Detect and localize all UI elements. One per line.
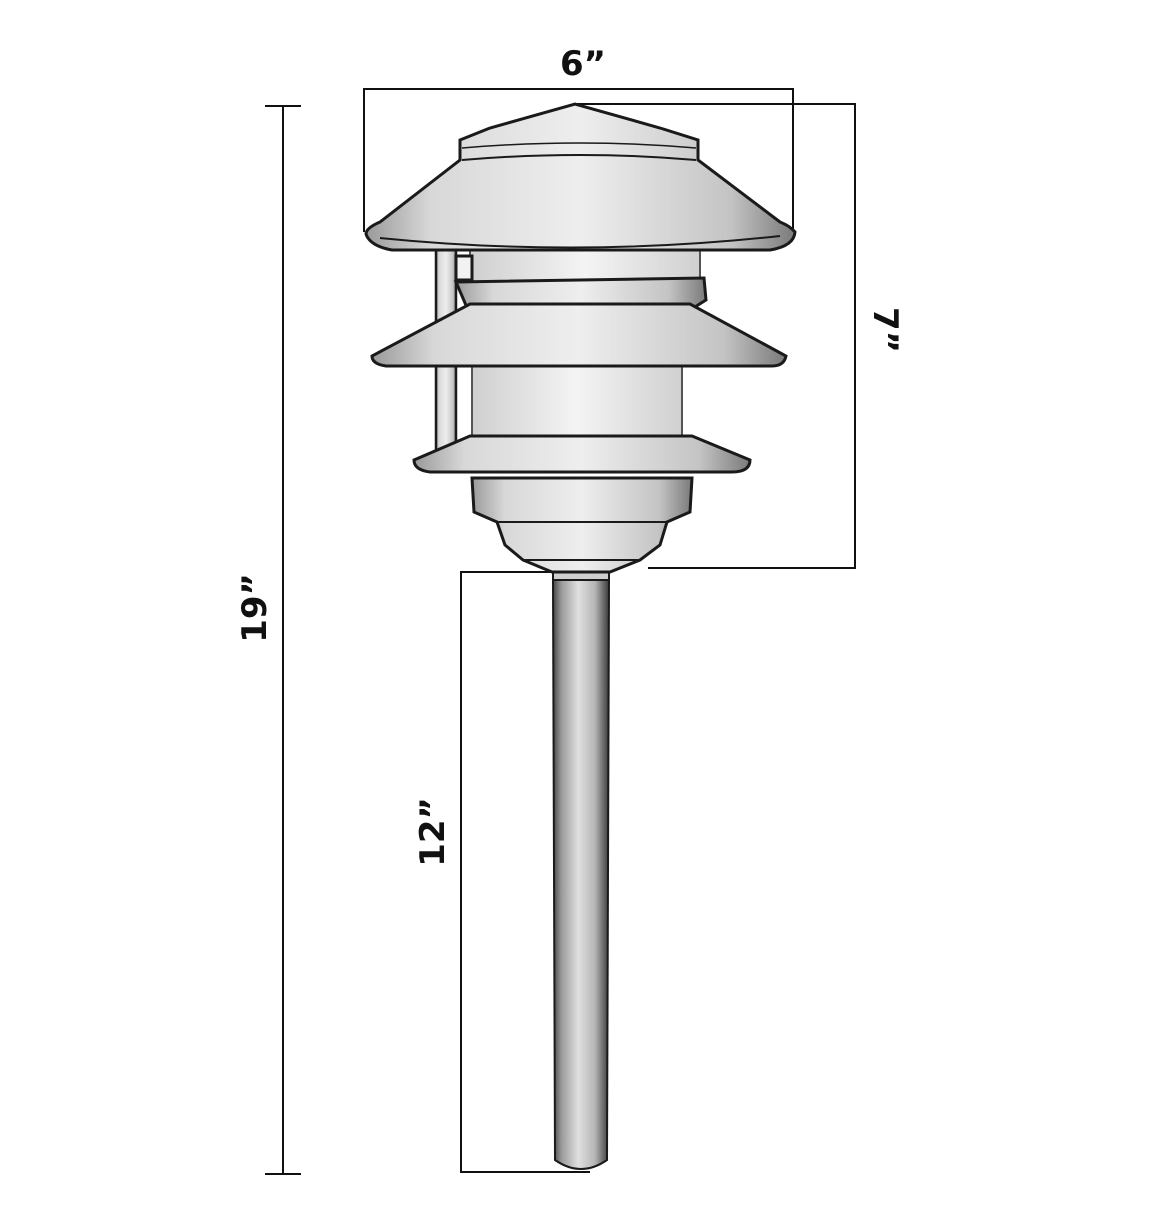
head-height-dimension-line — [574, 103, 856, 569]
dimension-lines — [265, 88, 856, 1175]
width-dimension-line — [363, 88, 794, 232]
stake-length-dimension-label: 12” — [412, 797, 453, 867]
middle-tier — [370, 302, 788, 368]
stake — [551, 571, 611, 1170]
head-height-dimension-label: 7” — [865, 306, 906, 354]
top-hood — [364, 102, 797, 252]
overall-height-dimension-label: 19” — [234, 573, 275, 643]
bottom-tier — [412, 434, 752, 474]
stake-length-dimension-line — [460, 571, 590, 1173]
width-dimension-label: 6” — [560, 44, 607, 84]
lamp-base — [470, 476, 694, 574]
